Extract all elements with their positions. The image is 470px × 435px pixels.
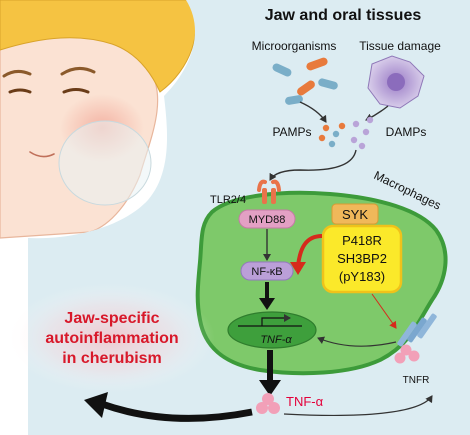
outcome-glow xyxy=(5,283,215,393)
pamps-dots xyxy=(318,122,346,148)
sh3bp2-mutation-label: P418R xyxy=(342,233,382,248)
swollen-jaw-bubble xyxy=(58,120,152,206)
myd88-label: MYD88 xyxy=(249,214,286,226)
microorganisms-icon xyxy=(272,57,338,105)
eyebrow-right xyxy=(60,67,96,76)
tlr-receptor-icon xyxy=(257,179,281,204)
sh3bp2-name-label: SH3BP2 xyxy=(337,251,387,266)
eye-left xyxy=(8,88,32,94)
arrow-microorganisms-to-pamps xyxy=(299,101,327,123)
tnf-secreted-label: TNF-α xyxy=(286,394,324,409)
transcription-arrow xyxy=(261,314,291,326)
sh3bp2-phospho-label: (pY183) xyxy=(339,269,385,284)
nfkb-label: NF-κB xyxy=(251,266,282,278)
hair xyxy=(0,0,197,93)
syk-label: SYK xyxy=(342,207,368,222)
tnfr-receptor-icon xyxy=(394,313,437,364)
syk-box xyxy=(331,203,379,225)
secreted-tnf-molecules xyxy=(256,393,280,414)
outcome-line-2: autoinflammation xyxy=(45,330,178,347)
damps-label: DAMPs xyxy=(386,125,427,139)
arrow-nfkb-to-nucleus-head xyxy=(259,298,275,310)
eye-right xyxy=(62,88,90,94)
tnf-gene-label: TNF-α xyxy=(260,334,292,346)
tissue-damage-label: Tissue damage xyxy=(359,39,441,53)
nfkb-box xyxy=(240,261,294,281)
tlr-label: TLR2/4 xyxy=(210,194,246,206)
outcome-line-3: in cherubism xyxy=(62,350,162,367)
myd88-box xyxy=(238,209,296,229)
arrow-ligands-to-tlr xyxy=(269,149,357,181)
arrow-tnf-to-tnfr xyxy=(283,395,433,417)
microorganisms-label: Microorganisms xyxy=(252,39,337,53)
tnfr-label: TNFR xyxy=(403,375,430,386)
arrow-tnf-to-outcome xyxy=(100,400,253,422)
arrow-sh3bp2-to-nfkb-head xyxy=(290,262,306,275)
damps-dots xyxy=(350,116,374,150)
arrow-tnfr-to-nucleus xyxy=(317,336,397,347)
eyebrow-left xyxy=(2,69,32,78)
nucleus xyxy=(227,311,317,349)
diagram-title: Jaw and oral tissues xyxy=(265,7,422,24)
arrow-nucleus-to-tnf-head xyxy=(259,380,281,396)
face-illustration xyxy=(0,0,197,239)
tissue-damage-nucleus xyxy=(387,73,405,91)
arrow-sh3bp2-to-nfkb xyxy=(296,234,323,267)
pamps-label: PAMPs xyxy=(272,125,311,139)
arrow-tnf-to-outcome-head xyxy=(84,392,108,418)
sh3bp2-box xyxy=(321,224,403,294)
outcome-line-1: Jaw-specific xyxy=(64,310,159,327)
mouth xyxy=(29,151,55,158)
arrow-sh3bp2-to-tnfr xyxy=(371,293,397,329)
